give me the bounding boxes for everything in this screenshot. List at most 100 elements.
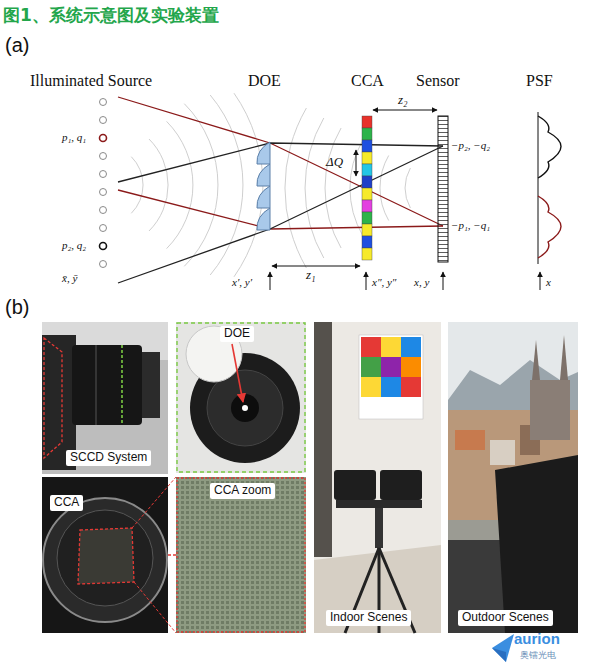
photo-indoor — [336, 500, 422, 508]
figure-label: DOE — [248, 72, 281, 90]
cca-bar — [362, 236, 372, 248]
source-point — [100, 99, 107, 268]
light-ray — [118, 146, 443, 283]
figure-label: Illuminated Source — [30, 72, 152, 90]
figure-label: Sensor — [416, 72, 460, 90]
wavefront-arc — [149, 139, 168, 231]
photo-outdoor — [560, 335, 568, 380]
dimension-arrow — [443, 272, 444, 290]
photo-indoor — [361, 337, 381, 357]
photo-doe — [176, 322, 306, 473]
photo-outdoor — [455, 430, 485, 450]
photo-cca — [57, 510, 153, 606]
panel-caption: Outdoor Scenes — [458, 610, 553, 626]
wavefront-arc — [325, 128, 341, 248]
dimension-arrow — [356, 150, 357, 176]
photo-sccd — [42, 322, 168, 474]
light-ray — [118, 97, 443, 283]
panel-caption: CCA — [50, 495, 83, 511]
zoom-leader — [132, 477, 176, 633]
photo-indoor — [375, 508, 383, 548]
figure-label: x — [546, 276, 551, 288]
photo-doe — [242, 405, 248, 411]
zoom-leader — [134, 582, 176, 633]
light-ray — [118, 97, 443, 226]
photo-indoor — [314, 322, 441, 633]
figure-title: 图1、系统示意图及实验装置 — [3, 4, 219, 27]
photo-outdoor — [495, 455, 578, 633]
source-point — [100, 171, 107, 178]
doe-element — [257, 142, 270, 230]
photo-indoor — [380, 470, 422, 500]
photo-panel: CCA zoom — [176, 477, 306, 633]
photo-outdoor — [448, 322, 578, 633]
photo-outdoor — [530, 380, 570, 440]
figure-label: 奥镭光电 — [520, 651, 556, 661]
photo-indoor — [359, 335, 423, 419]
cca-bar — [362, 116, 372, 260]
photo-indoor — [381, 377, 401, 397]
dimension-arrow — [373, 110, 437, 111]
source-point — [100, 261, 107, 268]
figure-label: x′, y′ — [232, 276, 252, 288]
cca-bar — [362, 176, 372, 188]
wavefront-arc — [167, 121, 193, 248]
figure-label: p₁, q₁ — [62, 131, 86, 143]
cca-bar — [362, 164, 372, 176]
wavefront-arc — [184, 104, 218, 267]
source-point — [100, 153, 107, 160]
photo-cca — [43, 498, 167, 622]
photo-panel: Indoor Scenes — [314, 322, 441, 633]
cca-bar — [362, 128, 372, 140]
photo-indoor — [361, 357, 381, 377]
photo-panel: Outdoor Scenes — [448, 322, 578, 633]
zoom-connector — [168, 554, 176, 555]
cca-bar — [362, 188, 372, 200]
photo-indoor — [401, 337, 421, 357]
source-point — [100, 207, 107, 214]
light-ray — [118, 190, 443, 229]
photo-doe — [176, 322, 306, 473]
wavefront-arc — [405, 168, 410, 208]
figure-label: PSF — [526, 72, 553, 90]
photo-cca-zoom — [177, 478, 305, 632]
cca-bar — [362, 116, 372, 128]
cca-bar — [362, 152, 372, 164]
zoom-leader — [132, 477, 176, 528]
photo-panel: CCA — [42, 477, 168, 633]
photo-indoor — [314, 545, 441, 633]
dimension-arrow — [540, 272, 541, 290]
photo-indoor — [314, 322, 332, 557]
watermark-logo — [492, 634, 514, 662]
panel-caption: DOE — [220, 326, 254, 342]
photo-cca — [42, 477, 168, 633]
cca-bar — [362, 224, 372, 236]
figure-label: z₂ — [398, 93, 408, 107]
panel-caption: SCCD System — [66, 450, 151, 466]
photo-indoor — [334, 470, 376, 500]
figure-label: −p₁, −q₁ — [451, 219, 490, 231]
wavefront-arc — [380, 156, 389, 221]
photo-panel: DOE — [176, 322, 306, 473]
figure-label: x″, y″ — [372, 276, 396, 288]
photo-indoor — [401, 357, 421, 377]
light-ray — [118, 143, 443, 182]
dimension-arrow — [270, 272, 271, 290]
figure-label: aurion — [514, 631, 560, 648]
photo-cca — [42, 477, 168, 633]
figure-label: (a) — [5, 34, 29, 56]
photo-panel: SCCD System — [42, 322, 168, 474]
photo-cca-zoom — [176, 477, 306, 633]
source-point — [100, 225, 107, 232]
photo-indoor — [381, 337, 401, 357]
wavefront-arc — [305, 118, 324, 258]
source-point — [100, 189, 107, 196]
photo-outdoor — [532, 340, 540, 380]
source-point — [100, 135, 107, 142]
wavefront-arc — [131, 157, 143, 214]
source-point — [100, 243, 107, 250]
photo-sccd — [121, 345, 123, 425]
dimension-arrow — [366, 272, 367, 290]
photo-indoor — [381, 357, 401, 377]
source-point — [100, 117, 107, 124]
